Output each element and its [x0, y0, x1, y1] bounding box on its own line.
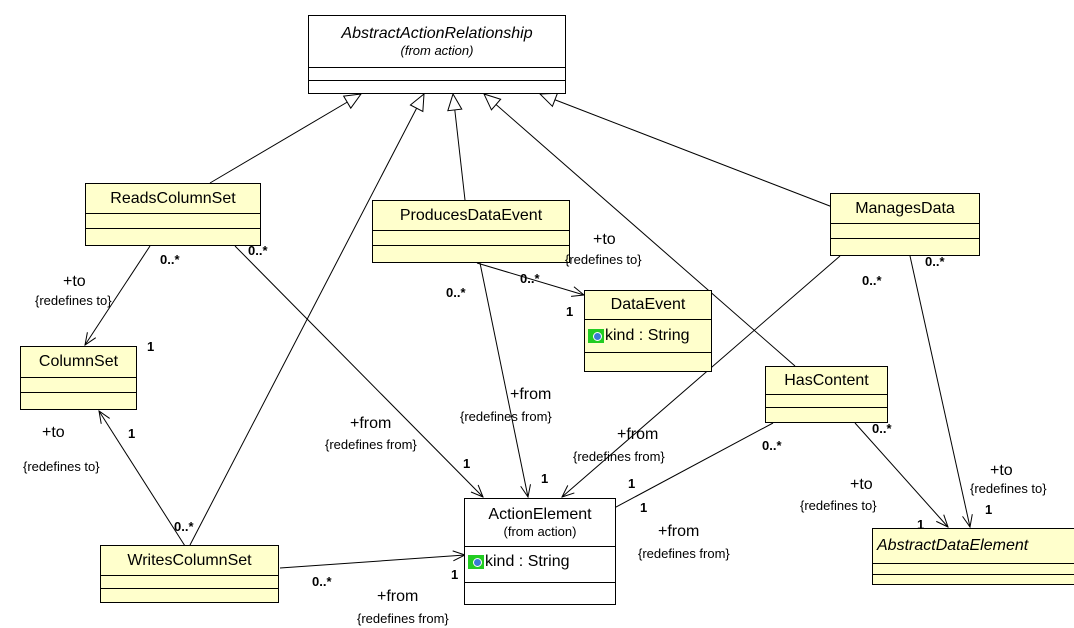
role-label-from: +from	[510, 386, 552, 403]
role-label-from: +from	[617, 426, 659, 443]
role-label-to: +to	[850, 476, 873, 493]
generalization-has-content	[484, 94, 796, 367]
public-attribute-icon	[588, 329, 604, 343]
class-name: AbstractActionRelationship	[341, 25, 533, 42]
multiplicity-label: 1	[128, 426, 136, 441]
class-abstract-action-relationship[interactable]: AbstractActionRelationship (from action)	[308, 15, 566, 94]
multiplicity-label: 0..*	[925, 254, 945, 269]
class-package: (from action)	[503, 524, 577, 539]
attribute-kind: kind : String	[485, 553, 570, 570]
constraint-redefines-to: {redefines to}	[565, 252, 642, 267]
constraint-redefines-to: {redefines to}	[800, 498, 877, 513]
class-name: ColumnSet	[38, 353, 119, 370]
multiplicity-label: 1	[985, 502, 993, 517]
multiplicity-label: 0..*	[174, 519, 194, 534]
multiplicity-label: 0..*	[762, 438, 782, 453]
generalization-reads-column-set	[209, 94, 361, 184]
public-attribute-icon	[468, 555, 484, 569]
association-hascontent-from-actionelement	[603, 422, 774, 514]
association-writes-from-actionelement	[279, 555, 465, 569]
class-name: DataEvent	[610, 296, 686, 313]
constraint-redefines-from: {redefines from}	[573, 449, 665, 464]
attribute-kind: kind : String	[605, 327, 690, 344]
class-manages-data[interactable]: ManagesData	[830, 193, 980, 256]
multiplicity-label: 0..*	[312, 574, 332, 589]
association-manages-from-actionelement	[562, 255, 841, 497]
class-package: (from action)	[400, 43, 474, 58]
multiplicity-label: 1	[451, 567, 459, 582]
generalization-manages-data	[540, 94, 836, 209]
multiplicity-label: 1	[541, 471, 549, 486]
multiplicity-label: 1	[566, 304, 574, 319]
role-label-to: +to	[990, 462, 1013, 479]
multiplicity-label: 0..*	[872, 421, 892, 436]
constraint-redefines-from: {redefines from}	[460, 409, 552, 424]
association-hascontent-to-abstractdataelement	[854, 422, 948, 527]
multiplicity-label: 0..*	[520, 271, 540, 286]
multiplicity-label: 0..*	[248, 243, 268, 258]
class-name: ReadsColumnSet	[110, 189, 236, 207]
multiplicity-label: 1	[917, 517, 925, 532]
class-abstract-data-element[interactable]: AbstractDataElement	[872, 528, 1074, 585]
multiplicity-label: 0..*	[160, 252, 180, 267]
class-column-set[interactable]: ColumnSet	[20, 346, 137, 410]
generalization-produces-data-event	[453, 94, 466, 201]
association-manages-to-abstractdataelement	[909, 255, 970, 527]
association-writes-to-columnset	[99, 411, 186, 547]
class-name: HasContent	[784, 371, 869, 389]
constraint-redefines-to: {redefines to}	[970, 481, 1047, 496]
role-label-from: +from	[377, 588, 419, 605]
role-label-from: +from	[658, 523, 700, 540]
multiplicity-label: 1	[463, 456, 471, 471]
constraint-redefines-from: {redefines from}	[357, 611, 449, 626]
class-name: WritesColumnSet	[127, 551, 252, 569]
constraint-redefines-from: {redefines from}	[325, 437, 417, 452]
association-reads-to-columnset	[85, 245, 151, 345]
multiplicity-label: 1	[628, 476, 636, 491]
role-label-from: +from	[350, 415, 392, 432]
multiplicity-label: 1	[147, 339, 155, 354]
class-name: ProducesDataEvent	[399, 206, 543, 224]
constraint-redefines-from: {redefines from}	[638, 546, 730, 561]
class-reads-column-set[interactable]: ReadsColumnSet	[85, 183, 261, 246]
class-name: ActionElement	[488, 506, 592, 523]
role-label-to: +to	[593, 231, 616, 248]
class-name: ManagesData	[855, 199, 955, 217]
constraint-redefines-to: {redefines to}	[35, 293, 112, 308]
role-label-to: +to	[63, 273, 86, 290]
multiplicity-label: 0..*	[446, 285, 466, 300]
class-action-element[interactable]: ActionElement (from action) kind : Strin…	[464, 498, 616, 605]
class-has-content[interactable]: HasContent	[765, 366, 888, 423]
multiplicity-label: 0..*	[862, 273, 882, 288]
role-label-to: +to	[42, 424, 65, 441]
association-produces-from-actionelement	[479, 262, 528, 497]
class-writes-column-set[interactable]: WritesColumnSet	[100, 545, 279, 603]
association-reads-from-actionelement	[234, 245, 483, 497]
constraint-redefines-to: {redefines to}	[23, 459, 100, 474]
association-produces-to-dataevent	[476, 262, 584, 295]
class-name: AbstractDataElement	[877, 537, 1029, 554]
multiplicity-label: 1	[640, 500, 648, 515]
class-data-event[interactable]: DataEvent kind : String	[584, 290, 712, 372]
class-produces-data-event[interactable]: ProducesDataEvent	[372, 200, 570, 263]
